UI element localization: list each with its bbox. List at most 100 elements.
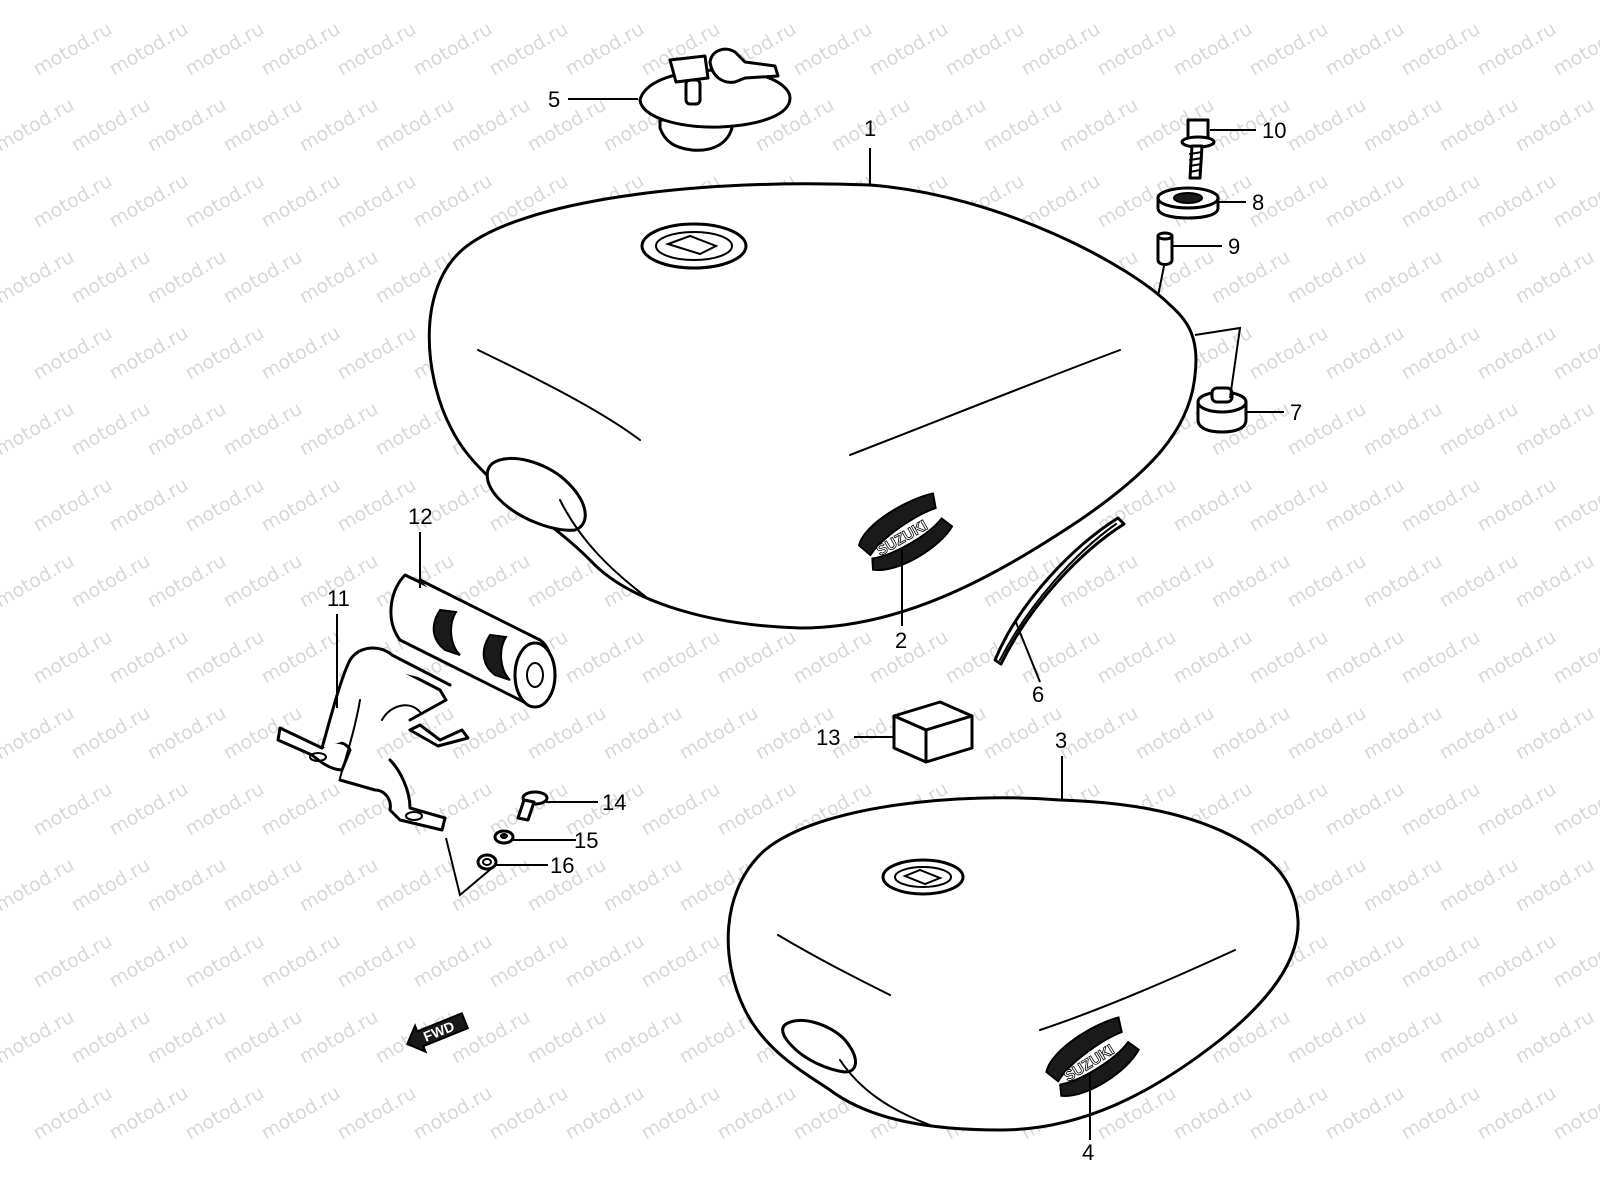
watermark-text: motod.ru — [1208, 550, 1294, 613]
watermark-text: motod.ru — [676, 702, 762, 765]
watermark-text: motod.ru — [1246, 322, 1332, 385]
watermark-text: motod.ru — [258, 322, 344, 385]
watermark-text: motod.ru — [258, 170, 344, 233]
watermark-text: motod.ru — [144, 398, 230, 461]
watermark-text: motod.ru — [182, 170, 268, 233]
watermark-text: motod.ru — [68, 398, 154, 461]
watermark-text: motod.ru — [1550, 474, 1600, 537]
watermark-text: motod.ru — [106, 18, 192, 81]
watermark-text: motod.ru — [68, 550, 154, 613]
watermark-text: motod.ru — [524, 702, 610, 765]
watermark-text: motod.ru — [1474, 1082, 1560, 1145]
watermark-text: motod.ru — [296, 94, 382, 157]
watermark-text: motod.ru — [562, 930, 648, 993]
callout-5: 5 — [548, 87, 560, 112]
watermark-text: motod.ru — [220, 854, 306, 917]
watermark-text: motod.ru — [1322, 170, 1408, 233]
watermark-text: motod.ru — [106, 474, 192, 537]
watermark-text: motod.ru — [1170, 1082, 1256, 1145]
watermark-text: motod.ru — [638, 778, 724, 841]
watermark-text: motod.ru — [258, 18, 344, 81]
watermark-text: motod.ru — [714, 1082, 800, 1145]
watermark-text: motod.ru — [714, 626, 800, 689]
watermark-text: motod.ru — [1512, 398, 1598, 461]
watermark-text: motod.ru — [334, 18, 420, 81]
callout-8: 8 — [1252, 190, 1264, 215]
watermark-text: motod.ru — [0, 550, 78, 613]
watermark-text: motod.ru — [30, 930, 116, 993]
fuel-tank-alt — [726, 796, 1300, 1132]
watermark-text: motod.ru — [1436, 1006, 1522, 1069]
watermark-text: motod.ru — [1474, 626, 1560, 689]
watermark-text: motod.ru — [1550, 626, 1600, 689]
watermark-text: motod.ru — [258, 1082, 344, 1145]
watermark-text: motod.ru — [1132, 702, 1218, 765]
watermark-text: motod.ru — [448, 94, 534, 157]
callout-11: 11 — [327, 586, 350, 611]
watermark-text: motod.ru — [1360, 246, 1446, 309]
watermark-text: motod.ru — [1550, 778, 1600, 841]
watermark-text: motod.ru — [1322, 778, 1408, 841]
watermark-text: motod.ru — [30, 1082, 116, 1145]
watermark-text: motod.ru — [1170, 626, 1256, 689]
watermark-text: motod.ru — [30, 626, 116, 689]
watermark-text: motod.ru — [1474, 474, 1560, 537]
callout-14: 14 — [602, 790, 626, 815]
watermark-text: motod.ru — [220, 94, 306, 157]
watermark-text: motod.ru — [1322, 474, 1408, 537]
watermark-text: motod.ru — [372, 94, 458, 157]
watermark-text: motod.ru — [1360, 94, 1446, 157]
watermark-text: motod.ru — [1322, 930, 1408, 993]
watermark-text: motod.ru — [600, 1006, 686, 1069]
watermark-text: motod.ru — [904, 94, 990, 157]
watermark-text: motod.ru — [0, 1006, 78, 1069]
watermark-text: motod.ru — [1474, 18, 1560, 81]
watermark-text: motod.ru — [144, 550, 230, 613]
trim-strip-icon — [993, 516, 1126, 666]
watermark-text: motod.ru — [1398, 930, 1484, 993]
bracket-cushion-icon — [389, 573, 557, 709]
watermark-text: motod.ru — [106, 930, 192, 993]
nut-icon — [493, 829, 515, 845]
watermark-text: motod.ru — [1550, 1082, 1600, 1145]
watermark-text: motod.ru — [486, 18, 572, 81]
fuel-cap-icon — [638, 47, 792, 152]
watermark-text: motod.ru — [296, 398, 382, 461]
watermark-text: motod.ru — [866, 18, 952, 81]
watermark-text: motod.ru — [980, 702, 1066, 765]
watermark-text: motod.ru — [106, 322, 192, 385]
callout-16: 16 — [550, 853, 574, 878]
watermark-text: motod.ru — [68, 1006, 154, 1069]
watermark-text: motod.ru — [562, 1082, 648, 1145]
watermark-text: motod.ru — [1436, 94, 1522, 157]
watermark-text: motod.ru — [1474, 930, 1560, 993]
watermark-text: motod.ru — [410, 170, 496, 233]
watermark-text: motod.ru — [1512, 854, 1598, 917]
watermark-text: motod.ru — [524, 94, 610, 157]
watermark-text: motod.ru — [334, 930, 420, 993]
watermark-text: motod.ru — [1550, 322, 1600, 385]
watermark-text: motod.ru — [1398, 1082, 1484, 1145]
watermark-text: motod.ru — [1284, 94, 1370, 157]
watermark-text: motod.ru — [524, 1006, 610, 1069]
mounting-bracket-icon — [276, 646, 470, 832]
watermark-text: motod.ru — [1056, 702, 1142, 765]
watermark-text: motod.ru — [1246, 18, 1332, 81]
watermark-text: motod.ru — [30, 474, 116, 537]
watermark-text: motod.ru — [0, 246, 78, 309]
screw-icon — [516, 790, 549, 822]
watermark-text: motod.ru — [182, 1082, 268, 1145]
watermark-text: motod.ru — [258, 474, 344, 537]
pad-icon — [892, 700, 974, 764]
watermark-text: motod.ru — [1170, 18, 1256, 81]
watermark-text: motod.ru — [1132, 550, 1218, 613]
watermark-text: motod.ru — [1512, 550, 1598, 613]
watermark-text: motod.ru — [1436, 398, 1522, 461]
watermark-text: motod.ru — [1360, 398, 1446, 461]
callout-15: 15 — [574, 828, 598, 853]
watermark-text: motod.ru — [1398, 474, 1484, 537]
watermark-text: motod.ru — [144, 94, 230, 157]
watermark-text: motod.ru — [1360, 702, 1446, 765]
watermark-text: motod.ru — [1094, 18, 1180, 81]
watermark-text: motod.ru — [182, 322, 268, 385]
